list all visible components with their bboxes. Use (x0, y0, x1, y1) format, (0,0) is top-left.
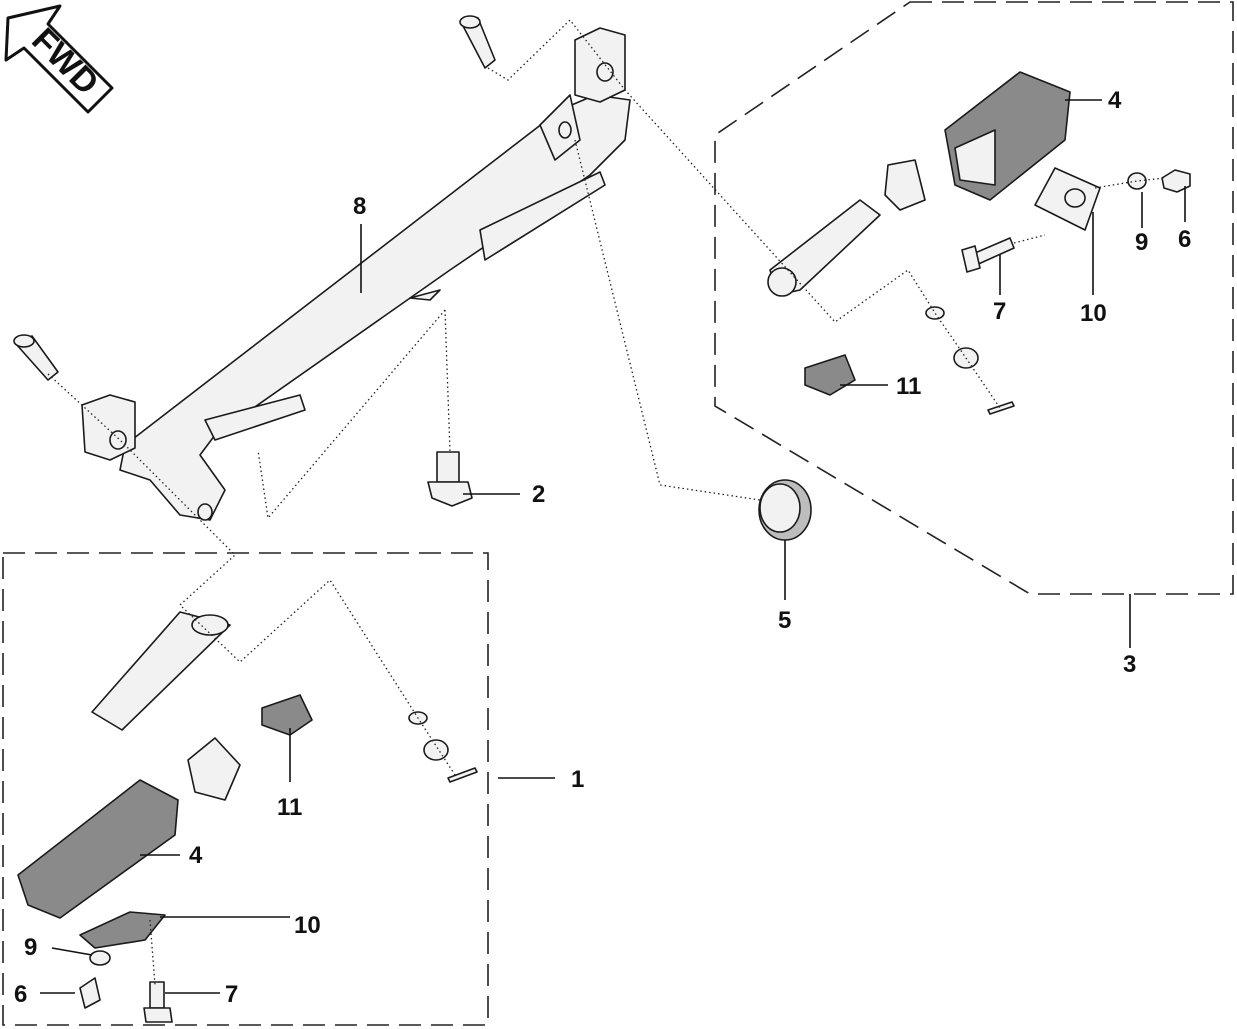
footrest-rubber-right (944, 71, 1071, 201)
spring-washers-left (408, 711, 478, 783)
callout-5: 5 (778, 607, 791, 634)
footrest-plate-right (1034, 167, 1101, 231)
nut-right (1161, 169, 1191, 193)
callout-7-left: 7 (225, 981, 238, 1008)
callout-11-left: 11 (277, 794, 302, 821)
clevis-pin-left (13, 334, 59, 381)
callout-1: 1 (571, 766, 584, 793)
callout-8: 8 (353, 193, 366, 220)
flange-bolt (427, 451, 473, 507)
bolt-left (143, 981, 173, 1023)
pad-left (261, 694, 313, 736)
footrest-arm-right (767, 199, 881, 297)
assembly-box-left (2, 552, 489, 1026)
spring-washers-right (925, 306, 1015, 415)
fwd-arrow-icon: FWD (4, 4, 114, 114)
blanking-cap (758, 479, 812, 541)
callout-6-left: 6 (14, 981, 27, 1008)
washer-right (1127, 172, 1147, 190)
washer-left (89, 950, 111, 966)
assembly-guide-lines (47, 19, 1166, 986)
assembly-box-right (714, 1, 1234, 595)
bolt-right (961, 237, 1015, 273)
callout-3: 3 (1123, 651, 1136, 678)
footrest-arm-left (91, 611, 231, 731)
callout-11-right: 11 (896, 373, 921, 400)
callout-4-right: 4 (1108, 87, 1122, 114)
gasket-right (884, 159, 926, 211)
callout-9-right: 9 (1135, 229, 1148, 256)
nut-left (79, 977, 101, 1009)
leader-lines (40, 99, 1186, 994)
clevis-pin-top (459, 15, 496, 69)
footrest-rubber-left (17, 779, 179, 919)
pad-right (804, 354, 856, 396)
callout-10-right: 10 (1080, 300, 1107, 327)
callout-9-left: 9 (24, 934, 37, 961)
gasket-left (187, 737, 241, 801)
footrest-plate-left (79, 911, 166, 949)
callout-6-right: 6 (1178, 226, 1191, 253)
callout-4-left: 4 (189, 842, 203, 869)
callout-2: 2 (532, 481, 545, 508)
callout-7-right: 7 (993, 298, 1006, 325)
footrest-hanger-bracket (81, 27, 631, 521)
callout-10-left: 10 (294, 912, 321, 939)
